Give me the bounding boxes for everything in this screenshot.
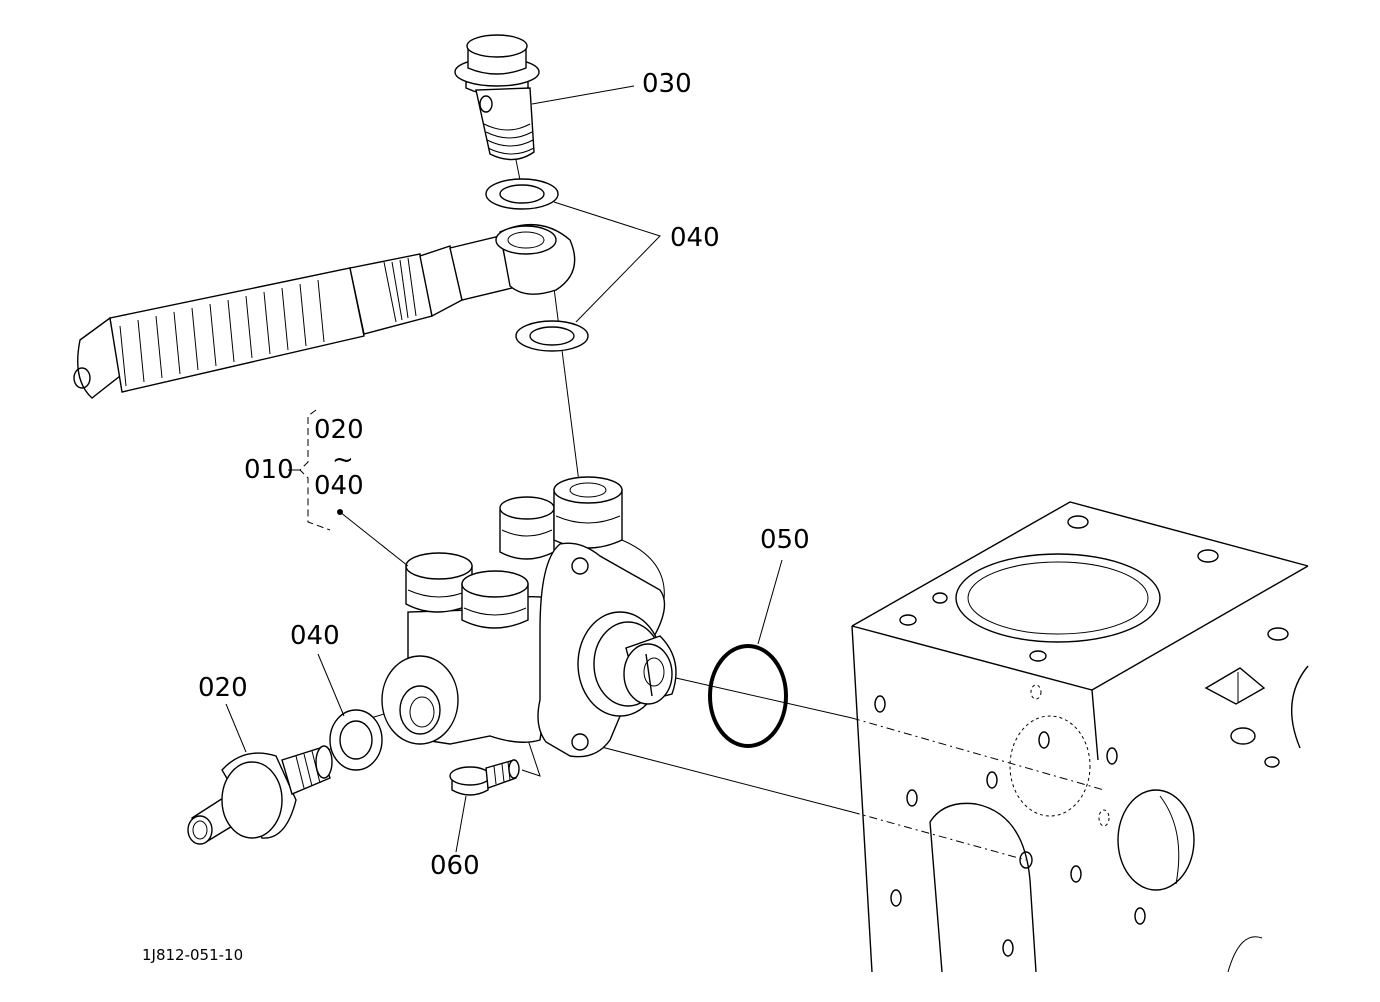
label-040-range-end: 040 xyxy=(314,471,364,501)
document-id: 1J812-051-10 xyxy=(142,946,243,964)
banjo-hose-fitting xyxy=(73,223,576,399)
assembly-bracket xyxy=(288,409,331,531)
callout-labels: 030 040 010 020 ~ 040 050 040 020 060 1J… xyxy=(142,69,810,964)
bolt-060 xyxy=(449,759,520,796)
label-030: 030 xyxy=(642,69,692,99)
leader-lines xyxy=(225,85,783,853)
label-040-top: 040 xyxy=(670,223,720,253)
engine-block xyxy=(851,501,1309,973)
washer-040-left xyxy=(329,709,383,771)
label-060: 060 xyxy=(430,851,480,881)
label-010: 010 xyxy=(244,455,294,485)
label-range-separator: ~ xyxy=(332,445,354,475)
o-ring-050 xyxy=(708,644,788,748)
label-020: 020 xyxy=(198,673,248,703)
label-050: 050 xyxy=(760,525,810,555)
washer-040-lower xyxy=(515,320,589,352)
valve-body-assembly xyxy=(381,476,677,758)
banjo-bolt-030 xyxy=(454,34,540,161)
label-040-left: 040 xyxy=(290,621,340,651)
label-020-range-start: 020 xyxy=(314,415,364,445)
fitting-020 xyxy=(187,745,333,845)
washer-040-upper xyxy=(485,178,559,210)
